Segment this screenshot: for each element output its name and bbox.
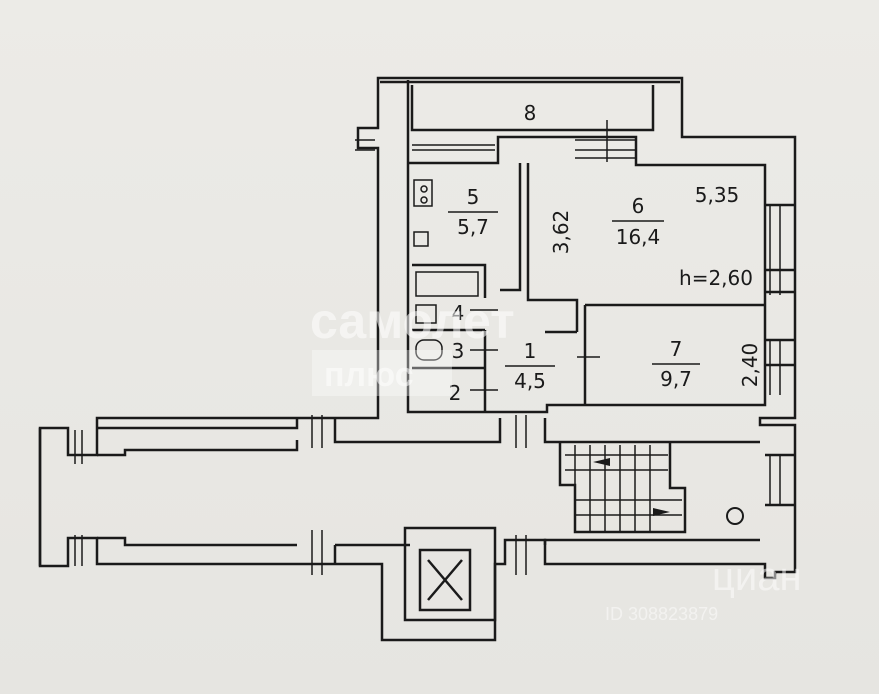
apartment-inner-wall — [406, 80, 767, 414]
watermark-plus: плюс — [324, 356, 414, 394]
dimension-depth-room6: 3,62 — [549, 210, 573, 255]
room-number-2: 2 — [449, 381, 462, 405]
watermark-plus-box — [312, 350, 452, 396]
room-number-6: 6 — [632, 194, 645, 218]
room-area-1: 4,5 — [514, 369, 546, 393]
watermark-cian: циан — [712, 555, 802, 599]
dimension-width-room6: 5,35 — [695, 183, 740, 207]
watermark-samolet: самолет — [310, 293, 515, 349]
watermark-listing-id: ID 308823879 — [605, 604, 718, 624]
balcony-outline — [410, 85, 655, 132]
elevator-shaft — [403, 526, 497, 622]
room-number-7: 7 — [670, 337, 683, 361]
room-number-1: 1 — [524, 339, 537, 363]
outer-wall — [38, 76, 797, 642]
balcony-label: 8 — [524, 101, 537, 125]
partition-wall — [500, 163, 522, 292]
room-number-3: 3 — [452, 339, 465, 363]
room-number-4: 4 — [452, 301, 465, 325]
room-area-5: 5,7 — [457, 215, 489, 239]
ceiling-height: h=2,60 — [679, 266, 753, 290]
room-number-5: 5 — [467, 185, 480, 209]
dimension-depth-room7: 2,40 — [738, 343, 762, 388]
room-area-7: 9,7 — [660, 367, 692, 391]
room-area-6: 16,4 — [616, 225, 661, 249]
